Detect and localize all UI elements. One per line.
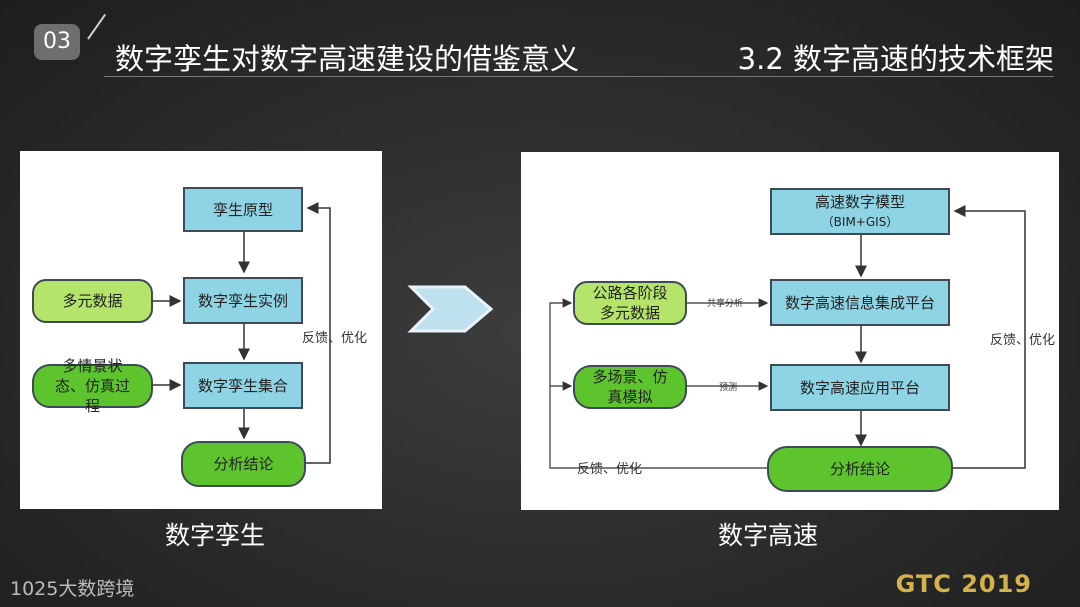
twin-collection-box: 数字孪生集合 xyxy=(183,362,303,409)
header-rule xyxy=(104,76,1054,77)
feedback-bottom-label: 反馈、优化 xyxy=(577,462,643,477)
road-data-line-2: 多元数据 xyxy=(599,304,660,322)
digital-twin-diagram: 孪生原型 数字孪生实例 数字孪生集合 多元数据 多情景状态、仿真过程 分析结论 … xyxy=(20,151,382,509)
slide-title: 数字孪生对数字高速建设的借鉴意义 xyxy=(115,42,580,76)
digital-highway-caption: 数字高速 xyxy=(718,521,819,550)
feedback-loop-right xyxy=(953,205,1026,469)
gtc-logo: GTC 2019 xyxy=(895,570,1032,598)
multi-data-box: 多元数据 xyxy=(32,279,153,323)
digital-highway-diagram: 高速数字模型 （BIM+GIS） 数字高速信息集成平台 数字高速应用平台 公路各… xyxy=(521,152,1059,510)
highway-analysis-box: 分析结论 xyxy=(767,446,953,492)
feedback-right-label: 反馈、优化 xyxy=(990,333,1056,348)
twin-instance-box: 数字孪生实例 xyxy=(183,277,303,324)
feedback-label: 反馈、优化 xyxy=(302,331,368,346)
share-analysis-label: 共享分析 xyxy=(707,299,744,309)
scenarios-box: 多情景状态、仿真过程 xyxy=(32,357,153,415)
digital-twin-connectors xyxy=(153,202,331,464)
feedback-loop-bottom-to-data xyxy=(549,298,573,386)
scenes-simulation-box: 多场景、仿 真模拟 xyxy=(573,365,687,409)
feedback-loop-left xyxy=(306,202,331,464)
info-integration-platform-box: 数字高速信息集成平台 xyxy=(770,279,950,326)
road-data-line-1: 公路各阶段 xyxy=(592,284,668,302)
section-heading: 3.2 数字高速的技术框架 xyxy=(737,42,1054,76)
watermark-logo: 1025大数跨境 xyxy=(10,578,135,600)
scenes-line-2: 真模拟 xyxy=(607,388,653,406)
highway-model-title: 高速数字模型 xyxy=(814,192,905,211)
analysis-conclusion-box: 分析结论 xyxy=(181,441,306,487)
application-platform-box: 数字高速应用平台 xyxy=(770,364,950,411)
feedback-loop-bottom-to-scenes xyxy=(549,381,767,469)
digital-twin-caption: 数字孪生 xyxy=(165,521,266,550)
predict-label: 预测 xyxy=(719,383,738,393)
title-divider-slash xyxy=(87,13,107,40)
section-number-badge: 03 xyxy=(34,24,80,60)
highway-model-box: 高速数字模型 （BIM+GIS） xyxy=(770,188,950,235)
digital-highway-connectors xyxy=(549,205,1026,469)
twin-prototype-box: 孪生原型 xyxy=(183,187,303,232)
highway-model-subtitle: （BIM+GIS） xyxy=(821,214,899,229)
transition-arrow-icon xyxy=(407,285,494,333)
scenes-line-1: 多场景、仿 xyxy=(592,368,668,386)
road-stage-data-box: 公路各阶段 多元数据 xyxy=(573,281,687,325)
